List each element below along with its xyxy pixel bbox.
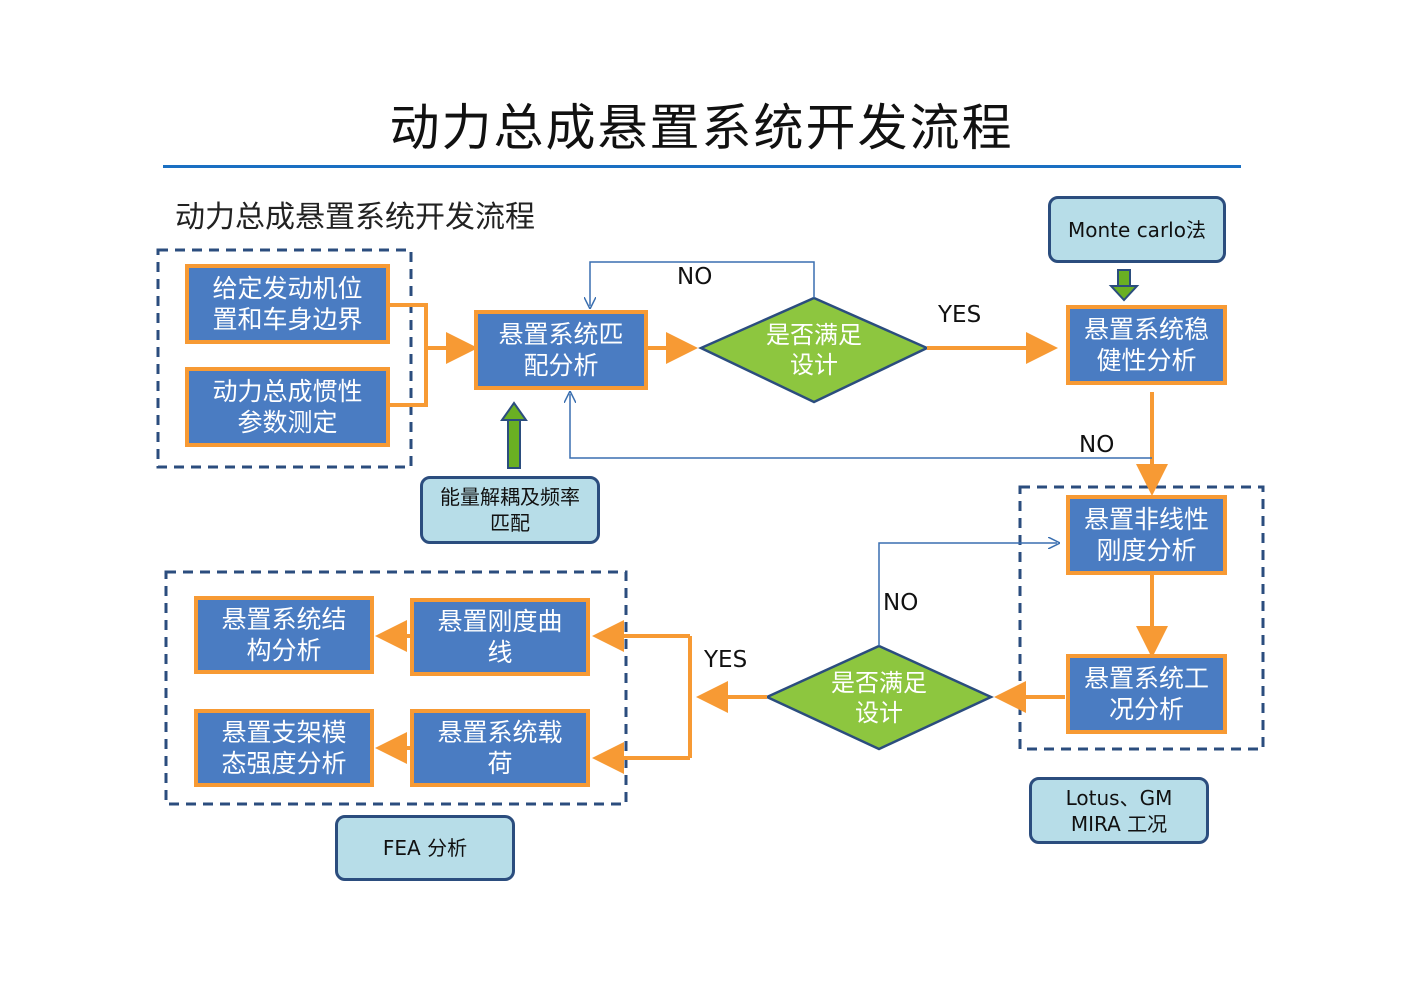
box-condition-label: 悬置系统工况分析 — [1083, 664, 1209, 724]
note-energy-decoupling-label: 能量解耦及频率匹配 — [440, 485, 580, 535]
decision-top-shape — [698, 296, 930, 404]
green-arrow-energy — [500, 401, 528, 469]
box-engine-position-label: 给定发动机位置和车身边界 — [212, 274, 363, 334]
decision-bottom-shape — [764, 644, 994, 751]
box-engine-position: 给定发动机位置和车身边界 — [185, 264, 390, 344]
box-inertia-measure: 动力总成惯性参数测定 — [185, 367, 390, 447]
note-lotus-mira: Lotus、GM MIRA 工况 — [1029, 777, 1209, 844]
note-energy-decoupling: 能量解耦及频率匹配 — [420, 476, 600, 544]
decision-top-label: 是否满足设计 — [766, 321, 862, 379]
diagram-subtitle: 动力总成悬置系统开发流程 — [175, 200, 535, 235]
note-lotus-mira-label: Lotus、GM MIRA 工况 — [1065, 785, 1173, 836]
label-no-top: NO — [677, 264, 713, 290]
note-fea: FEA 分析 — [335, 815, 515, 881]
box-stiffness-curve: 悬置刚度曲线 — [410, 598, 590, 676]
label-no-bottom: NO — [883, 590, 919, 616]
box-nonlinear: 悬置非线性刚度分析 — [1066, 495, 1227, 575]
group-fea-frame — [164, 570, 628, 806]
box-bracket: 悬置支架模态强度分析 — [194, 709, 374, 787]
box-stability: 悬置系统稳健性分析 — [1066, 305, 1227, 385]
connector-inputs-merge — [390, 303, 428, 407]
box-condition: 悬置系统工况分析 — [1066, 654, 1227, 734]
label-no-mid: NO — [1079, 432, 1115, 458]
feedback-bottom-no — [878, 543, 1057, 646]
title-divider — [163, 165, 1241, 168]
box-nonlinear-label: 悬置非线性刚度分析 — [1083, 505, 1209, 565]
box-bracket-label: 悬置支架模态强度分析 — [221, 718, 347, 778]
page-title: 动力总成悬置系统开发流程 — [389, 99, 1014, 157]
feedback-top-no — [590, 261, 815, 306]
box-structure-label: 悬置系统结构分析 — [221, 605, 347, 665]
note-monte-carlo: Monte carlo法 — [1048, 196, 1226, 263]
box-load-label: 悬置系统载荷 — [437, 718, 563, 778]
feedback-mid-no — [570, 394, 1152, 459]
box-matching-label: 悬置系统匹配分析 — [498, 320, 624, 380]
box-matching: 悬置系统匹配分析 — [474, 310, 648, 390]
decision-bottom-label: 是否满足设计 — [831, 669, 927, 727]
box-stiffness-curve-label: 悬置刚度曲线 — [437, 607, 563, 667]
box-inertia-measure-label: 动力总成惯性参数测定 — [212, 377, 363, 437]
label-yes-bottom: YES — [704, 647, 748, 673]
box-load: 悬置系统载荷 — [410, 709, 590, 787]
group-inputs-frame — [156, 248, 413, 469]
green-arrow-monte-carlo — [1108, 269, 1140, 302]
label-yes-top: YES — [938, 302, 982, 328]
box-structure: 悬置系统结构分析 — [194, 596, 374, 674]
box-stability-label: 悬置系统稳健性分析 — [1083, 315, 1209, 375]
